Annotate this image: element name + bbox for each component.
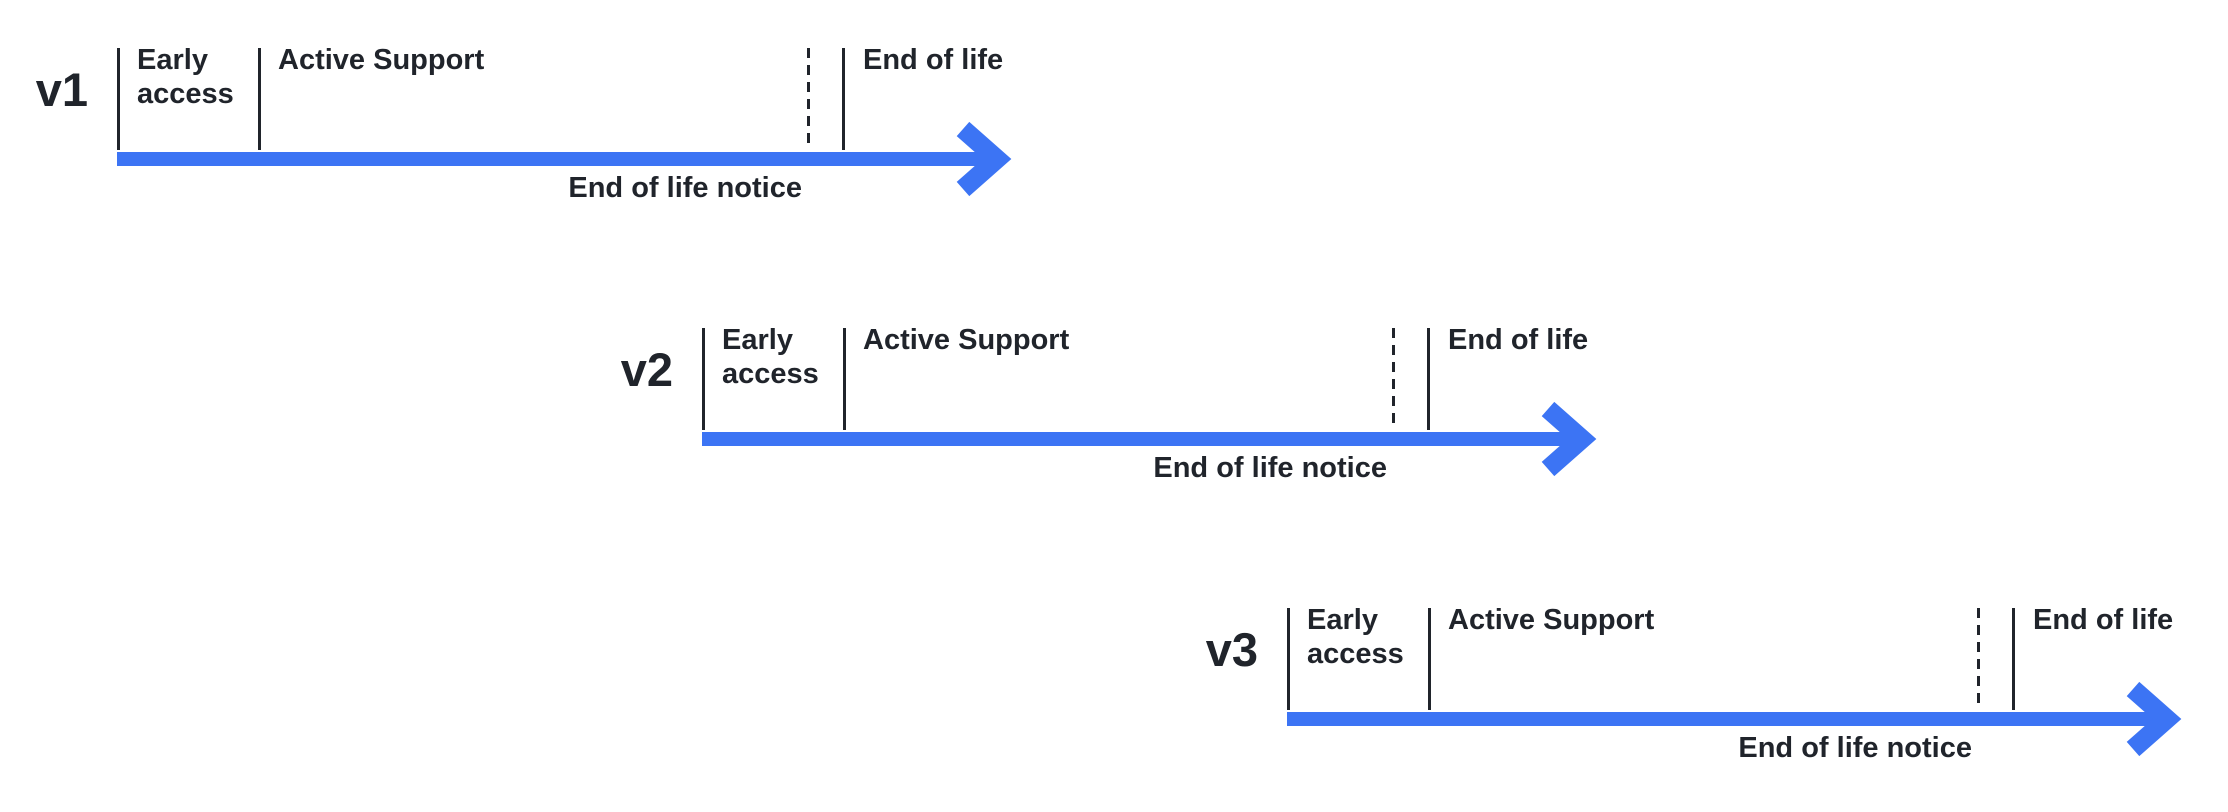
timeline-arrow-head-icon	[1541, 401, 1597, 477]
timeline-v3: v3 Early access Active Support End of li…	[1187, 604, 2197, 798]
early-access-label: Early access	[722, 324, 819, 390]
timeline-start-tick	[702, 328, 705, 430]
version-label-v2: v2	[620, 343, 673, 396]
timeline-arrow-shaft	[702, 432, 1582, 446]
end-of-life-notice-label: End of life notice	[568, 172, 802, 204]
timeline-arrow-head-icon	[2126, 681, 2182, 757]
end-of-life-label: End of life	[1448, 324, 1589, 356]
end-of-life-label: End of life	[863, 44, 1004, 76]
active-support-label: Active Support	[1448, 604, 1655, 636]
timeline-arrow-head-icon	[956, 121, 1012, 197]
end-of-life-notice-label: End of life notice	[1153, 452, 1387, 484]
active-support-label: Active Support	[863, 324, 1070, 356]
end-of-life-notice-label: End of life notice	[1738, 732, 1972, 764]
timeline-v2: v2 Early access Active Support End of li…	[602, 324, 1612, 518]
early-access-end-tick	[258, 48, 261, 150]
early-access-end-tick	[843, 328, 846, 430]
end-of-life-tick	[842, 48, 845, 150]
version-label-v3: v3	[1205, 623, 1258, 676]
end-of-life-tick	[1427, 328, 1430, 430]
early-access-label: Early access	[1307, 604, 1404, 670]
timeline-arrow-shaft	[117, 152, 997, 166]
timeline-start-tick	[1287, 608, 1290, 710]
active-support-label: Active Support	[278, 44, 485, 76]
early-access-label: Early access	[137, 44, 234, 110]
timeline-arrow-shaft	[1287, 712, 2167, 726]
eol-notice-dashed-line	[807, 48, 810, 148]
early-access-end-tick	[1428, 608, 1431, 710]
eol-notice-dashed-line	[1977, 608, 1980, 708]
end-of-life-label: End of life	[2033, 604, 2174, 636]
eol-notice-dashed-line	[1392, 328, 1395, 428]
end-of-life-tick	[2012, 608, 2015, 710]
timeline-start-tick	[117, 48, 120, 150]
version-label-v1: v1	[35, 63, 88, 116]
timeline-v1: v1 Early access Active Support End of li…	[17, 44, 1027, 238]
